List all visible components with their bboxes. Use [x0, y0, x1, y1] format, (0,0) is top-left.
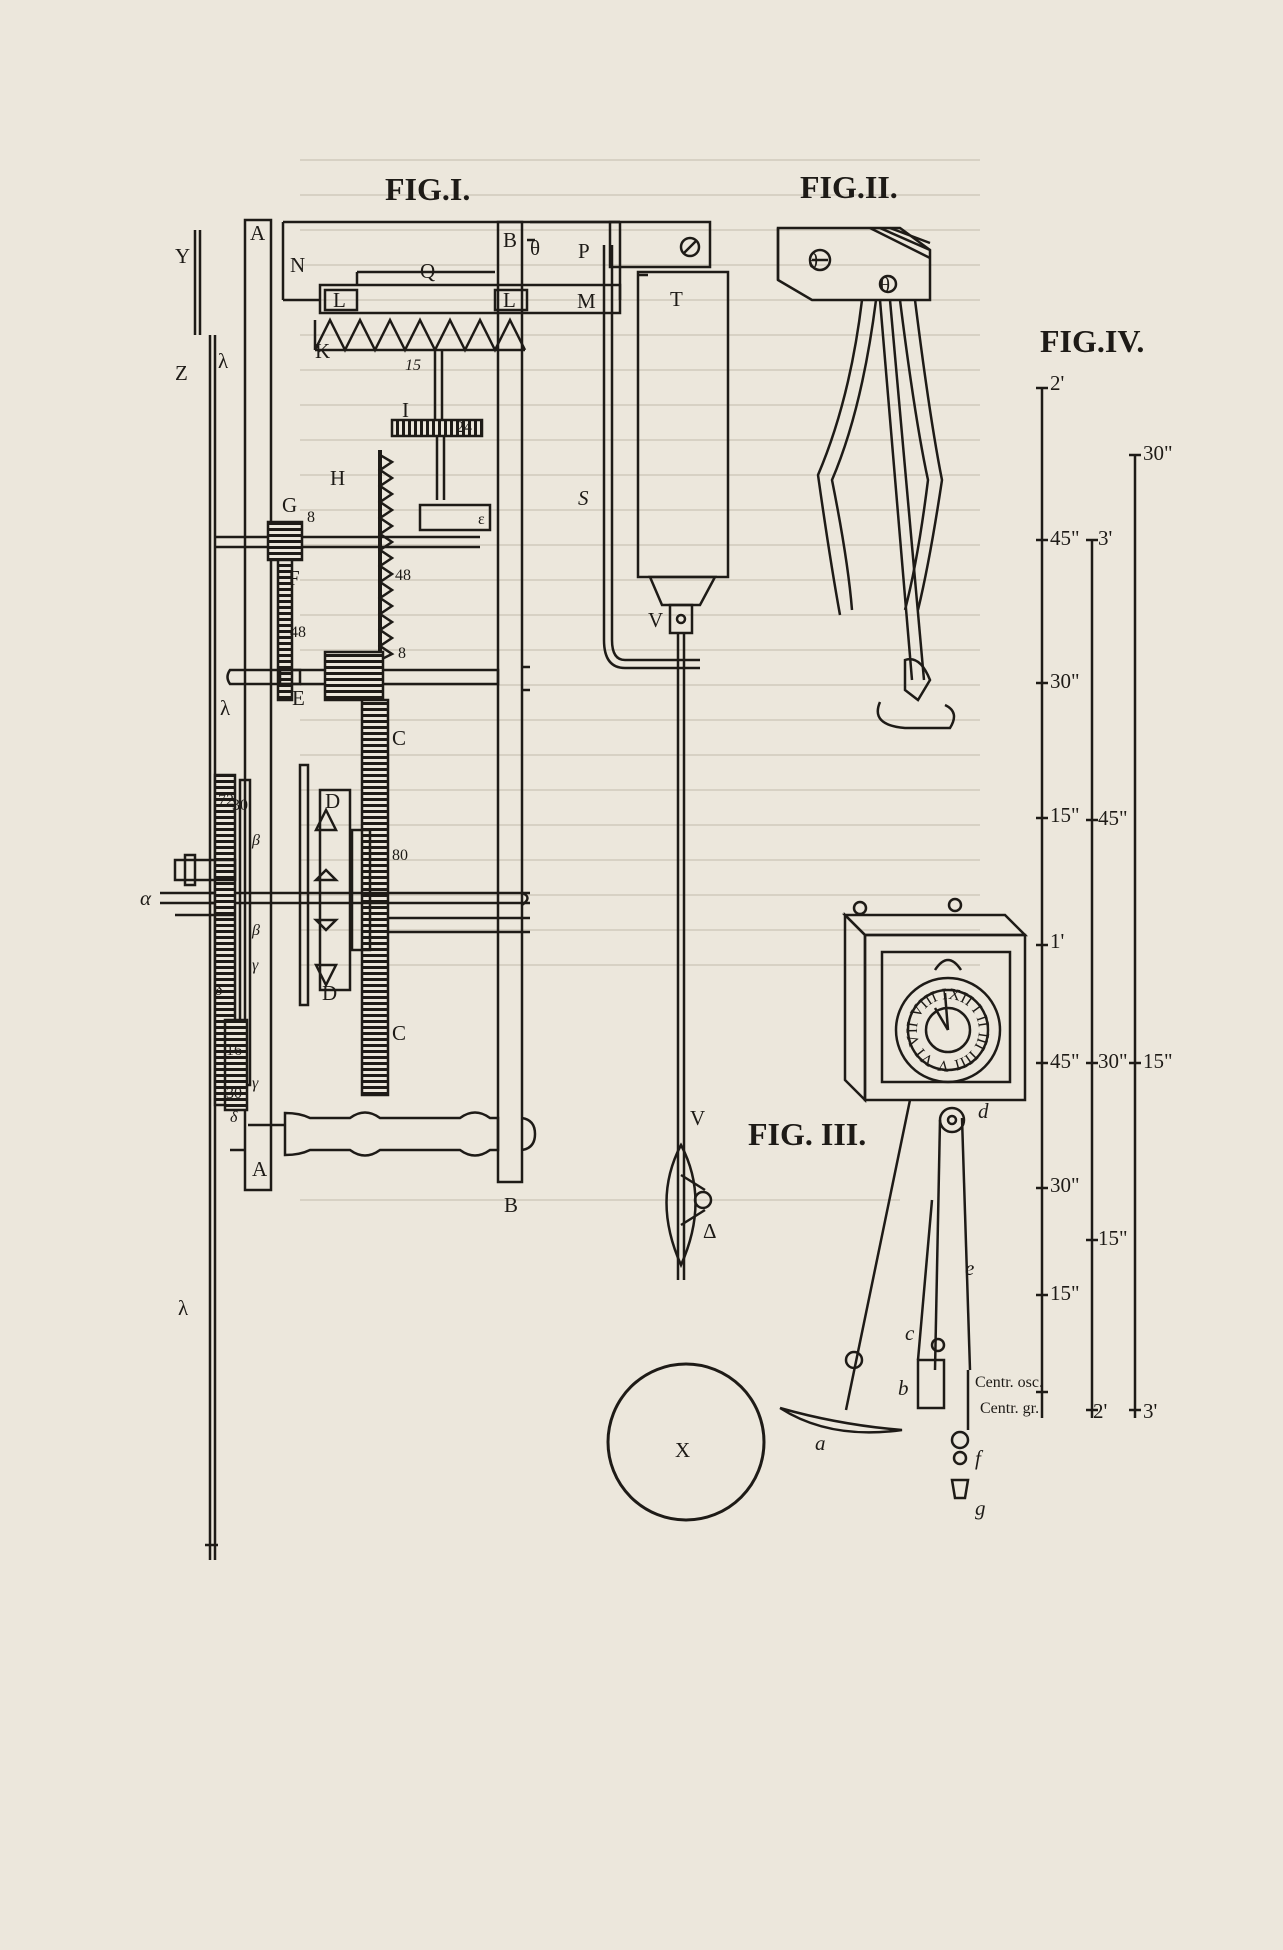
fig4-tick-label: 45"	[1098, 806, 1128, 830]
fig1-label: 80	[392, 847, 408, 864]
fig1-label: δ	[215, 982, 223, 999]
fig1-label: F	[288, 566, 300, 590]
fig1-label: I	[402, 398, 409, 422]
centr-osc-label: Centr. osc.	[975, 1374, 1043, 1391]
fig4-tick-label: 15"	[1098, 1226, 1128, 1250]
fig1-label: 24	[456, 419, 472, 436]
fig1-label: Z	[175, 361, 188, 385]
fig1-label: E	[292, 686, 305, 710]
fig1-label: Q	[420, 259, 435, 283]
fig3-label: c	[905, 1321, 915, 1345]
fig1-label: 16	[226, 1042, 242, 1059]
fig3-label: a	[815, 1431, 826, 1455]
fig1-label: N	[290, 253, 305, 277]
fig1-label: C	[392, 726, 406, 750]
fig4-tick-label: 3'	[1143, 1399, 1157, 1423]
fig1-label: θ	[530, 236, 540, 260]
fig1-label: ε	[478, 511, 485, 528]
fig1-label: P	[578, 239, 590, 263]
fig1-label: δ	[230, 1109, 238, 1126]
fig1-label: 48	[395, 567, 411, 584]
fig4-tick-label: 30"	[1098, 1049, 1128, 1073]
figure-4: FIG.IV. 2' 45" 30" 15" 1' 45" 30" 15" 2'…	[975, 323, 1173, 1423]
fig1-label: α	[140, 886, 152, 910]
fig1-label: A	[250, 221, 266, 245]
fig4-tick-label: 15"	[1050, 1281, 1080, 1305]
fig4-tick-label: 15"	[1050, 803, 1080, 827]
fig1-label: B	[504, 1193, 518, 1217]
figure-2: FIG.II. θ θ	[776, 169, 956, 730]
fig1-label: Δ	[703, 1219, 717, 1243]
fig3-label: f	[975, 1446, 984, 1470]
fig2-label: θ	[880, 273, 890, 297]
fig4-title: FIG.IV.	[1040, 323, 1144, 359]
fig1-label: H	[330, 466, 345, 490]
fig1-label: γ	[252, 957, 259, 974]
fig1-label: 30	[226, 1085, 242, 1102]
fig1-label: 48	[290, 624, 306, 641]
fig4-tick-label: 30"	[1050, 669, 1080, 693]
fig1-label: λ	[218, 349, 229, 373]
figure-1: FIG.I.	[140, 171, 766, 1560]
fig1-label: γ	[252, 1075, 259, 1092]
fig1-label: 8	[398, 645, 406, 662]
fig1-label: D	[325, 789, 340, 813]
fig1-label: V	[690, 1106, 705, 1130]
fig4-tick-label: 30"	[1050, 1173, 1080, 1197]
fig1-label: A	[252, 1157, 268, 1181]
fig1-label: S	[578, 486, 589, 510]
fig1-label: 15	[405, 357, 421, 374]
fig1-label: K	[315, 339, 330, 363]
fig1-label: D	[322, 981, 337, 1005]
fig1-label: β	[251, 832, 260, 849]
fig4-tick-label: 1'	[1050, 929, 1064, 953]
fig1-label: β	[251, 922, 260, 939]
fig1-label: L	[503, 288, 516, 312]
fig1-label: Y	[175, 244, 190, 268]
fig1-label: C	[392, 1021, 406, 1045]
fig4-tick-label: 45"	[1050, 526, 1080, 550]
fig1-label: 30	[232, 797, 248, 814]
fig1-label: B	[503, 228, 517, 252]
fig1-title: FIG.I.	[385, 171, 470, 207]
fig4-tick-label: 30"	[1143, 441, 1173, 465]
fig1-label: 72	[218, 792, 234, 809]
fig1-label: V	[648, 608, 663, 632]
fig1-label: G	[282, 493, 297, 517]
fig3-title: FIG. III.	[748, 1116, 866, 1152]
fig3-label: e	[965, 1256, 974, 1280]
fig4-tick-label: 2'	[1050, 371, 1064, 395]
fig1-label: 8	[307, 509, 315, 526]
fig3-label: g	[975, 1496, 986, 1520]
fig2-label: θ	[808, 249, 818, 273]
fig1-label: λ	[178, 1296, 189, 1320]
centr-gr-label: Centr. gr.	[980, 1400, 1039, 1417]
fig1-label: L	[333, 288, 346, 312]
fig3-label: b	[898, 1376, 909, 1400]
fig1-label: λ	[220, 696, 231, 720]
fig4-tick-label: 2'	[1093, 1399, 1107, 1423]
fig1-label: T	[670, 287, 683, 311]
fig4-tick-label: 15"	[1143, 1049, 1173, 1073]
fig4-tick-label: 45"	[1050, 1049, 1080, 1073]
fig3-label: d	[978, 1099, 989, 1123]
fig1-label: X	[675, 1438, 690, 1462]
fig2-title: FIG.II.	[800, 169, 898, 205]
fig1-label: M	[577, 289, 596, 313]
fig4-tick-label: 3'	[1098, 526, 1112, 550]
